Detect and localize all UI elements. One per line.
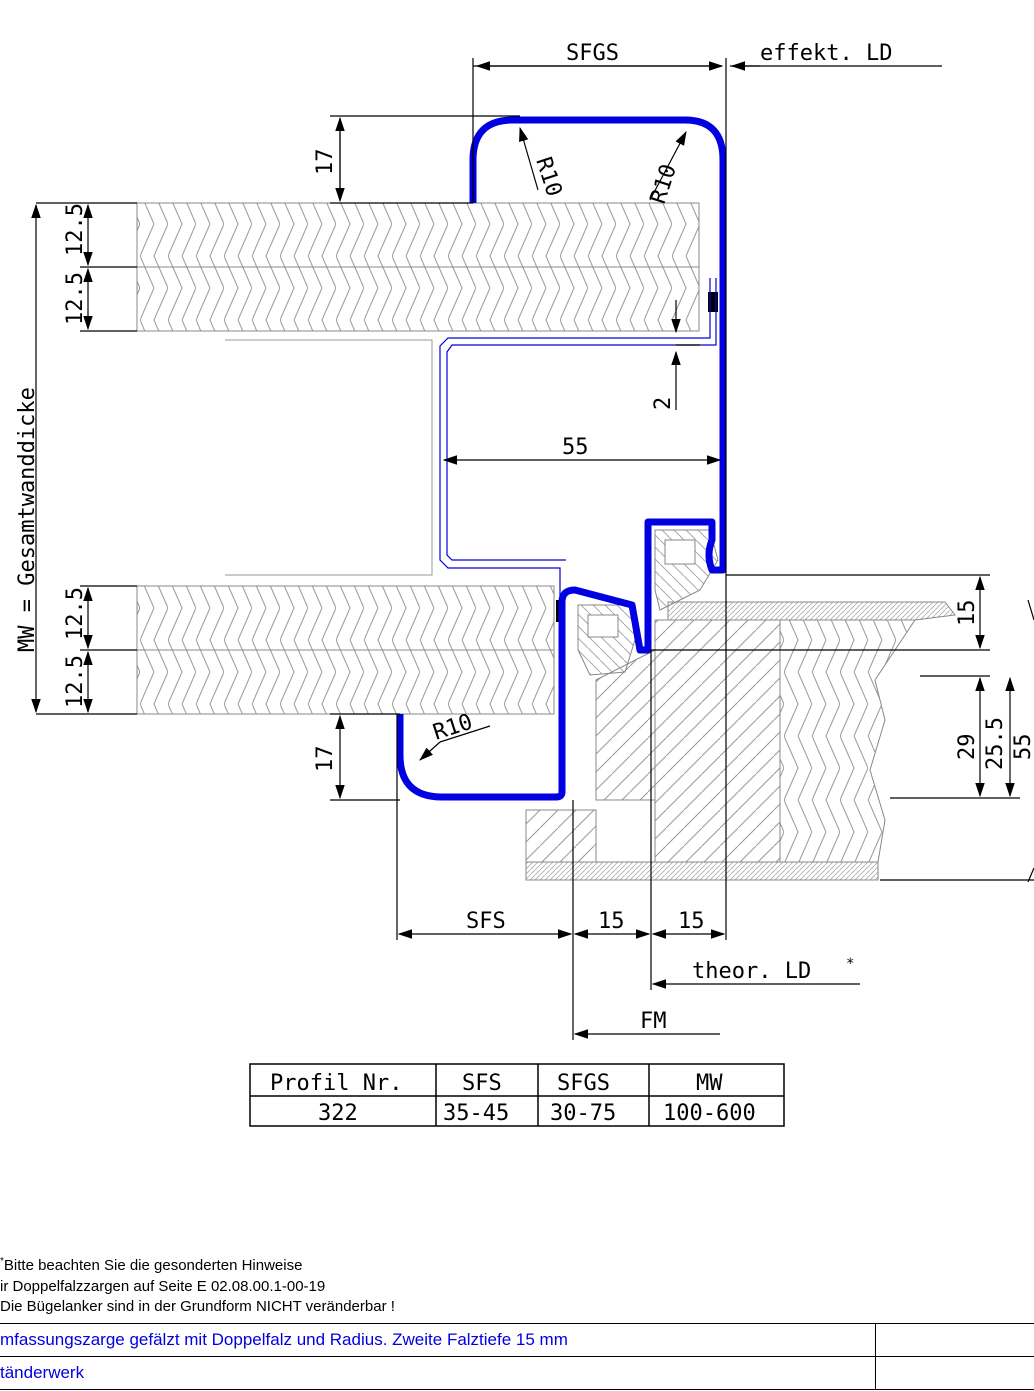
label-29: 29 — [955, 734, 980, 761]
label-17-top: 17 — [313, 149, 338, 176]
profile-table: Profil Nr. SFS SFGS MW 322 35-45 30-75 1… — [249, 1063, 785, 1127]
note-line-3: Die Bügelanker sind in der Grundform NIC… — [0, 1298, 395, 1315]
label-55: 55 — [562, 435, 589, 460]
table-header-mw: MW — [696, 1071, 723, 1096]
label-12-5-a: 12.5 — [63, 203, 88, 256]
label-12-5-c: 12.5 — [63, 587, 88, 640]
table-header-sfgs: SFGS — [557, 1071, 610, 1096]
seal-profiles — [556, 292, 719, 676]
title-row-2: tänderwerk — [0, 1357, 1034, 1390]
label-r10-a: R10 — [530, 154, 566, 200]
label-sfgs: SFGS — [566, 41, 619, 66]
table-cell-sfgs: 30-75 — [550, 1101, 616, 1126]
label-r10-b: R10 — [646, 161, 682, 207]
table-cell-mw: 100-600 — [663, 1101, 756, 1126]
label-12-5-b: 12.5 — [63, 272, 88, 325]
label-gap-2: 2 — [651, 397, 676, 410]
wall-board-top — [136, 202, 700, 332]
label-15-right: 15 — [955, 600, 980, 627]
title-block: mfassungszarge gefälzt mit Doppelfalz un… — [0, 1323, 1034, 1391]
note-line-2: ir Doppelfalzzargen auf Seite E 02.08.00… — [0, 1278, 326, 1295]
label-mw-gesamtwanddicke: MW = Gesamtwanddicke — [15, 387, 40, 652]
label-15-b: 15 — [678, 909, 705, 934]
label-r10-c: R10 — [430, 710, 476, 746]
table-header-profil: Profil Nr. — [270, 1071, 402, 1096]
label-12-5-d: 12.5 — [63, 655, 88, 708]
title-row-1: mfassungszarge gefälzt mit Doppelfalz un… — [0, 1324, 1034, 1357]
dimension-labels: SFGS effekt. LD 17 R10 R10 12.5 12.5 12.… — [15, 41, 1034, 1034]
door-leaf — [525, 601, 956, 881]
label-25-5: 25.5 — [983, 717, 1008, 770]
table-header-sfs: SFS — [462, 1071, 502, 1096]
frame-profile-blue — [396, 116, 727, 801]
label-17-bottom: 17 — [313, 746, 338, 773]
label-theor-ld-star: * — [846, 956, 854, 972]
label-sfs: SFS — [466, 909, 506, 934]
note-line-1: *Bitte beachten Sie die gesonderten Hinw… — [0, 1256, 303, 1274]
dimension-lines — [31, 58, 1034, 1040]
label-theor-ld: theor. LD — [692, 959, 811, 984]
note-star: * — [0, 1256, 4, 1267]
table-cell-sfs: 35-45 — [443, 1101, 509, 1126]
wall-board-bottom — [136, 585, 555, 715]
label-effekt-ld: effekt. LD — [760, 41, 892, 66]
label-fm: FM — [640, 1009, 667, 1034]
label-15-a: 15 — [598, 909, 625, 934]
table-cell-profil: 322 — [318, 1101, 358, 1126]
title-description: mfassungszarge gefälzt mit Doppelfalz un… — [0, 1330, 568, 1349]
stud-profile — [225, 339, 433, 576]
title-subtitle: tänderwerk — [0, 1363, 85, 1382]
label-55-right: 55 — [1011, 734, 1034, 761]
